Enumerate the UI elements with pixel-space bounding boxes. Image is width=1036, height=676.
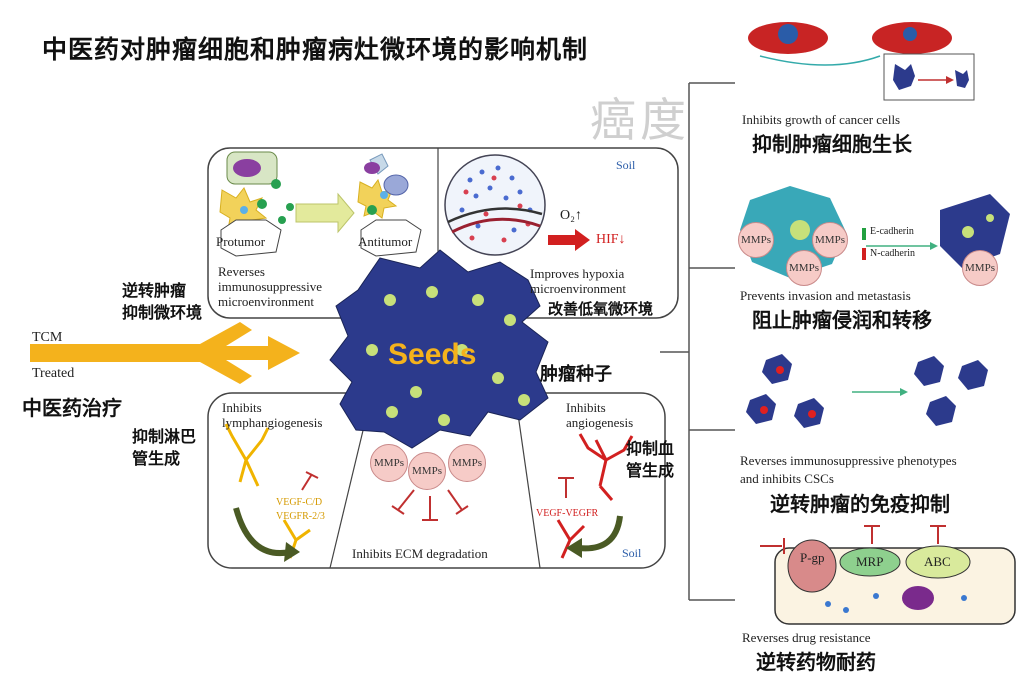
mrp-label: MRP <box>856 554 884 569</box>
angio-cn-line1: 抑制血 <box>626 439 675 458</box>
immuno-phenotype-caption-en: Reverses immunosuppressive phenotypes an… <box>740 452 957 488</box>
invasion-caption-cn: 阻止肿瘤侵润和转移 <box>752 308 932 332</box>
treated-label: Treated <box>32 366 75 381</box>
lymph-cn-line1: 抑制淋巴 <box>132 427 197 446</box>
lymph-caption: Inhibits lymphangiogenesis <box>222 400 322 430</box>
hypoxia-caption-line1: Improves hypoxia <box>530 266 625 281</box>
pgp-label: P-gp <box>800 550 825 565</box>
seeds-label: Seeds <box>388 338 477 371</box>
lymph-vegf-label: VEGF-C/D VEGFR-2/3 <box>276 496 325 524</box>
antitumor-label: Antitumor <box>358 234 413 249</box>
watermark: 癌度 <box>590 93 690 147</box>
ecm-caption: Inhibits ECM degradation <box>352 546 488 561</box>
immuno-phenotype-caption-cn: 逆转肿瘤的免疫抑制 <box>770 492 950 516</box>
mmp-circle-1: MMPs <box>370 444 408 482</box>
angio-caption-line2: angiogenesis <box>566 415 634 430</box>
page-title: 中医药对肿瘤细胞和肿瘤病灶微环境的影响机制 <box>42 35 589 64</box>
e-cadherin-label: E-cadherin <box>870 226 914 237</box>
immuno-phenotype-line2: and inhibits CSCs <box>740 471 834 486</box>
mmp-circle-r4: MMPs <box>962 250 998 286</box>
mmp-circle-2: MMPs <box>408 452 446 490</box>
hypoxia-caption-line2: microenvironment <box>530 281 627 296</box>
lymph-caption-line1: Inhibits <box>222 400 262 415</box>
immuno-caption: Reverses immunosuppressive microenvironm… <box>218 264 322 309</box>
immuno-cn-line1: 逆转肿瘤 <box>122 281 187 300</box>
hif-label: HIF↓ <box>596 232 626 247</box>
o2-label: O₂↑ <box>560 208 582 223</box>
abc-label: ABC <box>924 554 951 569</box>
angio-caption-line1: Inhibits <box>566 400 606 415</box>
lymph-vegf-line1: VEGF-C/D <box>276 497 323 508</box>
mmp-circle-r1: MMPs <box>738 222 774 258</box>
angio-vegf-label: VEGF-VEGFR <box>536 508 599 519</box>
lymph-cn-line2: 管生成 <box>132 449 181 468</box>
lymph-vegf-line2: VEGFR-2/3 <box>276 511 325 522</box>
mmp-circle-r2: MMPs <box>812 222 848 258</box>
invasion-caption-en: Prevents invasion and metastasis <box>740 288 911 303</box>
n-cadherin-label: N-cadherin <box>870 248 915 259</box>
lymph-cn-label: 抑制淋巴 管生成 <box>132 426 196 470</box>
immuno-cn-line2: 抑制微环境 <box>122 303 203 322</box>
immuno-caption-line2: immunosuppressive <box>218 279 322 294</box>
tcm-label: TCM <box>32 330 63 345</box>
mmp-circle-3: MMPs <box>448 444 486 482</box>
treated-cn-label: 中医药治疗 <box>22 396 122 420</box>
soil-label-top: Soil <box>616 158 636 172</box>
drug-caption-en: Reverses drug resistance <box>742 630 871 645</box>
immuno-phenotype-line1: Reverses immunosuppressive phenotypes <box>740 453 957 468</box>
lymph-caption-line2: lymphangiogenesis <box>222 415 323 430</box>
angio-cn-label: 抑制血 管生成 <box>626 438 674 482</box>
angio-caption: Inhibits angiogenesis <box>566 400 633 430</box>
immuno-cn-label: 逆转肿瘤 抑制微环境 <box>122 280 202 324</box>
immuno-caption-line3: microenvironment <box>218 294 315 309</box>
hypoxia-cn-label: 改善低氧微环境 <box>548 300 654 318</box>
seeds-cn-label: 肿瘤种子 <box>540 364 612 385</box>
soil-label-bottom: Soil <box>622 546 642 560</box>
immuno-caption-line1: Reverses <box>218 264 265 279</box>
growth-caption-en: Inhibits growth of cancer cells <box>742 112 901 127</box>
drug-caption-cn: 逆转药物耐药 <box>756 650 876 674</box>
angio-cn-line2: 管生成 <box>626 461 675 480</box>
growth-caption-cn: 抑制肿瘤细胞生长 <box>752 132 912 156</box>
mmp-circle-r3: MMPs <box>786 250 822 286</box>
hypoxia-caption: Improves hypoxia microenvironment <box>530 266 626 296</box>
protumor-label: Protumor <box>216 234 266 249</box>
